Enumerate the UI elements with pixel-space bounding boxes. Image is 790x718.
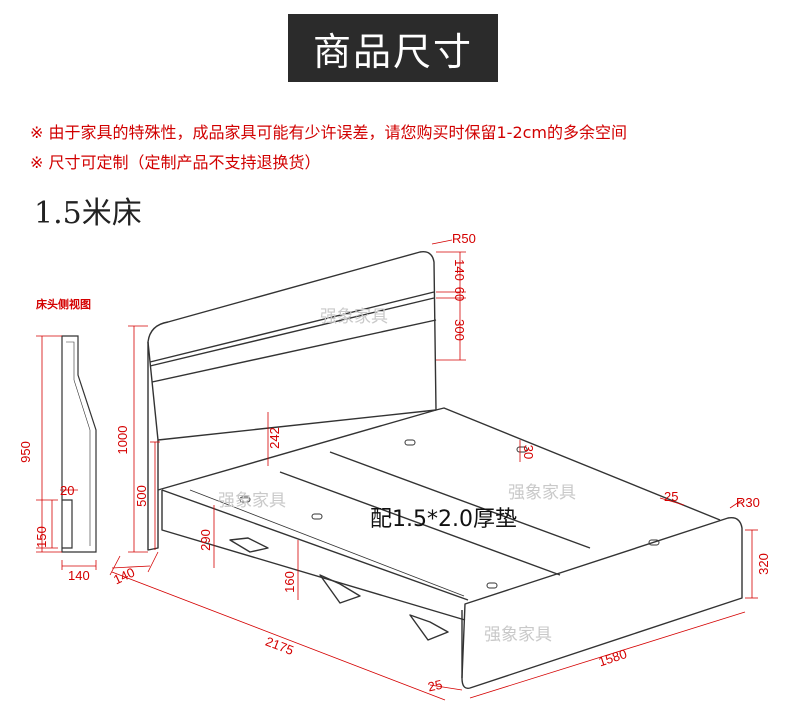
mattress-label: 配1.5*2.0厚垫	[370, 507, 517, 532]
total-height-dim: 1000	[115, 426, 130, 455]
watermark-3: 强象家具	[508, 483, 576, 503]
side-notch-dim: 20	[60, 483, 74, 498]
headboard-band-dim: 60	[452, 287, 467, 301]
frame-height-dim: 500	[134, 485, 149, 507]
bed-size-heading: 1.5米床	[34, 196, 142, 231]
footboard-height-dim: 320	[756, 553, 771, 575]
headboard-top-dim: 140	[452, 259, 467, 281]
leg-height-dim: 160	[282, 571, 297, 593]
tolerance-note: ※ 由于家具的特殊性，成品家具可能有少许误差，请您购买时保留1-2cm的多余空间	[30, 123, 628, 142]
custom-note: ※ 尺寸可定制（定制产品不支持退换货）	[30, 153, 321, 172]
main-dims	[109, 239, 758, 701]
side-height-dim: 950	[18, 441, 33, 463]
watermark-2: 强象家具	[218, 491, 286, 511]
rail-height-dim: 290	[198, 529, 213, 551]
width-dim: 1580	[597, 646, 629, 669]
page-title: 商品尺寸	[288, 14, 498, 82]
side-depth-dim: 140	[68, 568, 90, 583]
rail-inset-dim: 30	[521, 445, 536, 459]
slat-height-dim: 242	[267, 427, 282, 449]
length-dim: 2175	[263, 634, 295, 658]
headboard-side-view	[61, 335, 97, 553]
headboard-radius-dim: R50	[452, 231, 476, 246]
footboard-radius-dim: R30	[736, 495, 760, 510]
footboard-thickness-dim: 25	[426, 677, 443, 695]
slat-holes	[239, 439, 660, 589]
watermark-1: 强象家具	[320, 307, 388, 327]
watermark-4: 强象家具	[484, 625, 552, 645]
headboard-panel-dim: 300	[452, 319, 467, 341]
corner-chamfer-dim: 25	[664, 489, 678, 504]
side-view-label: 床头侧视图	[36, 297, 91, 311]
side-view-dims	[36, 335, 97, 570]
bed-outline	[147, 251, 743, 689]
side-base-dim: 150	[34, 526, 49, 548]
